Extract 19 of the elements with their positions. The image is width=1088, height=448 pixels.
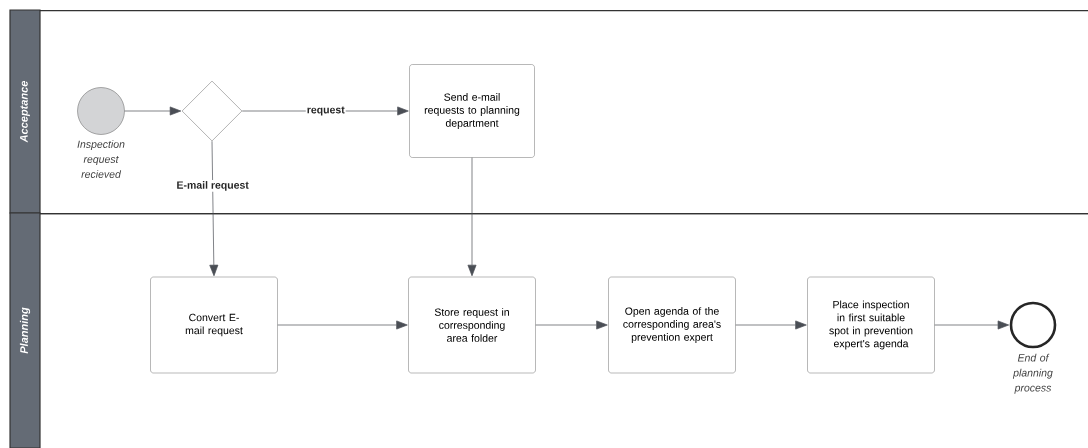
arrow	[277, 320, 408, 330]
event-caption: End of planning process	[1012, 353, 1053, 394]
start-event-circle	[77, 87, 125, 135]
process-box: Store request in corresponding area folder	[408, 276, 536, 374]
arrow	[535, 320, 608, 330]
process-box: Convert E-mail request	[150, 276, 278, 374]
arrow	[735, 320, 807, 330]
process-box: Place inspection in first suitable spot in prevention expert's agenda	[807, 276, 935, 374]
event-caption: Inspection request recieved	[77, 140, 125, 178]
gateway-diamond	[181, 80, 243, 142]
end-event-circle	[1009, 301, 1057, 349]
arrow	[467, 157, 477, 277]
edge-label: request	[307, 106, 345, 116]
arrow	[934, 320, 1010, 330]
edge-label: E-mail request	[177, 181, 249, 191]
arrow	[209, 140, 219, 277]
process-box: Send e-mail requests to planning department	[409, 64, 535, 158]
arrow	[124, 106, 182, 116]
process-box: Open agenda of the corresponding area's prevention expert	[608, 276, 736, 374]
